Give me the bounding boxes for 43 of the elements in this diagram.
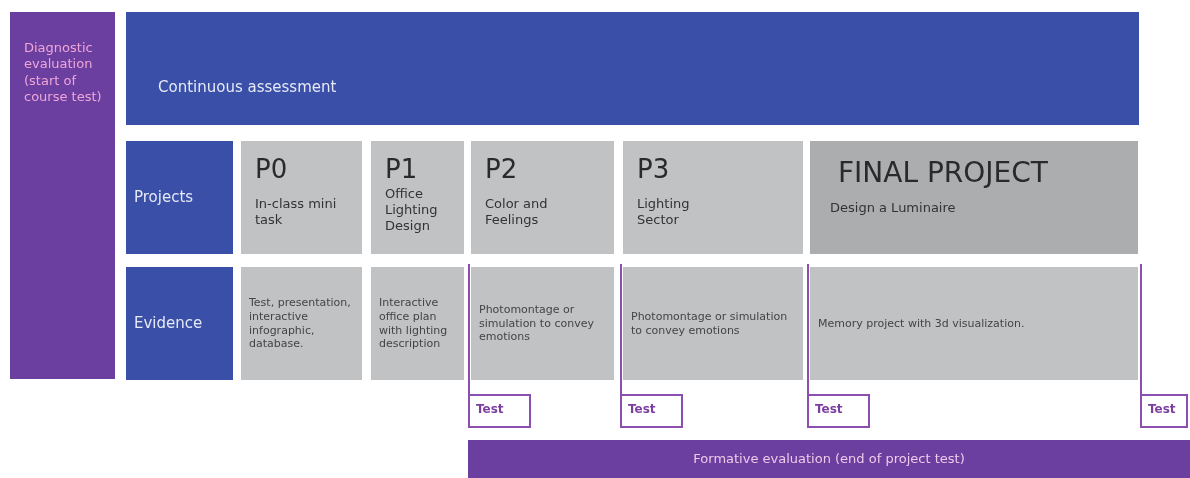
project-code: FINAL PROJECT (838, 155, 1049, 190)
test-label: Test (628, 402, 657, 417)
evidence-text: Photomontage or simulation to convey emotions (479, 302, 595, 345)
evidence-text: Memory project with 3d visualization. (818, 316, 1026, 331)
evaluation-bar (10, 12, 115, 379)
row-label: Projects (134, 188, 195, 207)
evidence-card (810, 267, 1138, 380)
project-card (241, 141, 362, 254)
project-title: Color and Feelings (485, 195, 549, 228)
project-title: In-class mini task (255, 195, 338, 228)
assessment-band (126, 12, 1139, 125)
project-title: Design a Luminaire (830, 200, 957, 217)
test-label: Test (1148, 402, 1177, 417)
evaluation-label: Diagnostic evaluation (start of course test) (24, 40, 103, 105)
evidence-text: Photomontage or simulation to convey emotions (631, 309, 789, 338)
test-marker (1140, 394, 1188, 428)
project-code: P3 (637, 153, 671, 186)
row-header (126, 267, 233, 380)
evidence-card (623, 267, 803, 380)
evidence-card (471, 267, 614, 380)
project-title: Office Lighting Design (385, 185, 439, 235)
test-marker (468, 394, 531, 428)
test-marker (807, 394, 870, 428)
evidence-card (371, 267, 464, 380)
project-code: P1 (385, 153, 419, 186)
band-label: Continuous assessment (158, 78, 338, 97)
row-header (126, 141, 233, 254)
project-code: P0 (255, 153, 289, 186)
project-card (623, 141, 803, 254)
project-card (471, 141, 614, 254)
test-label: Test (476, 402, 505, 417)
evidence-card (241, 267, 362, 380)
project-title: Lighting Sector (637, 195, 691, 228)
evidence-text: Test, presentation, interactive infographic, database. (249, 296, 352, 351)
row-label: Evidence (134, 314, 204, 333)
project-card (371, 141, 464, 254)
evidence-text: Interactive office plan with lighting description (379, 296, 449, 351)
test-marker (620, 394, 683, 428)
test-label: Test (815, 402, 844, 417)
project-code: P2 (485, 153, 519, 186)
formative-label: Formative evaluation (end of project test) (693, 450, 965, 468)
formative-bar (468, 440, 1190, 478)
project-card (810, 141, 1138, 254)
